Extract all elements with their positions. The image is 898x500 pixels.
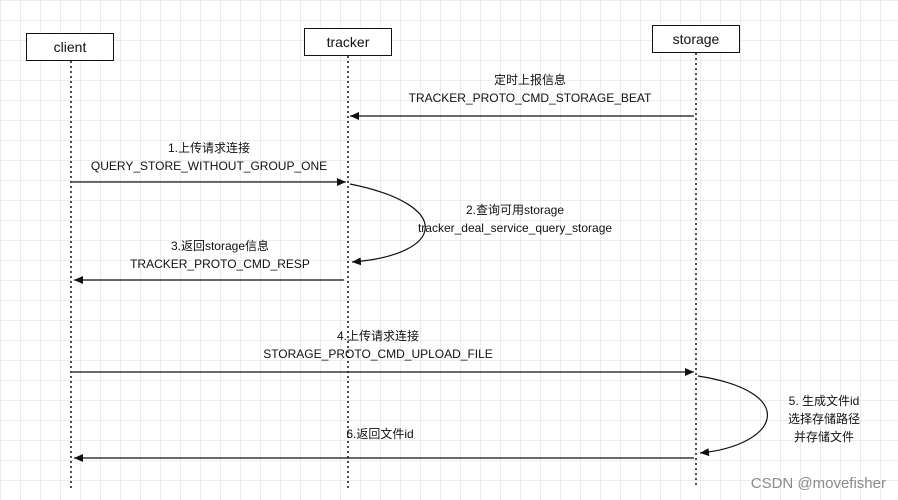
step5-label: 5. 生成文件id 选择存储路径 并存储文件 (772, 392, 876, 446)
step2-label: 2.查询可用storage tracker_deal_service_query… (404, 201, 626, 237)
storage-label: storage (672, 31, 720, 47)
step5-label-line3: 并存储文件 (793, 430, 854, 444)
step6-label-line1: 6.返回文件id (346, 427, 414, 441)
step6-label: 6.返回文件id (320, 425, 440, 443)
step1-label-line2: QUERY_STORE_WITHOUT_GROUP_ONE (90, 159, 328, 173)
step2-label-line1: 2.查询可用storage (465, 203, 565, 217)
step4-label: 4.上传请求连接 STORAGE_PROTO_CMD_UPLOAD_FILE (250, 327, 506, 363)
step3-label-line2: TRACKER_PROTO_CMD_RESP (130, 257, 310, 271)
tracker-label: tracker (326, 34, 370, 50)
beat-label-line2: TRACKER_PROTO_CMD_STORAGE_BEAT (408, 91, 652, 105)
step5-label-line2: 选择存储路径 (787, 412, 860, 426)
step5-self-arrow (697, 375, 768, 457)
storage-box: storage (652, 25, 740, 53)
step3-label-line1: 3.返回storage信息 (170, 239, 270, 253)
step1-label-line1: 1.上传请求连接 (167, 141, 250, 155)
watermark: CSDN @movefisher (750, 475, 886, 492)
step5-label-line1: 5. 生成文件id (788, 394, 860, 408)
step4-label-line1: 4.上传请求连接 (336, 329, 419, 343)
step4-label-line2: STORAGE_PROTO_CMD_UPLOAD_FILE (263, 347, 493, 361)
beat-label: 定时上报信息 TRACKER_PROTO_CMD_STORAGE_BEAT (390, 71, 670, 107)
step3-label: 3.返回storage信息 TRACKER_PROTO_CMD_RESP (120, 237, 320, 273)
client-label: client (53, 39, 87, 55)
step2-self-arrow (349, 183, 426, 266)
beat-label-line1: 定时上报信息 (493, 73, 566, 87)
step1-label: 1.上传请求连接 QUERY_STORE_WITHOUT_GROUP_ONE (80, 139, 338, 175)
client-box: client (26, 33, 114, 61)
step2-label-line2: tracker_deal_service_query_storage (417, 221, 613, 235)
tracker-box: tracker (304, 28, 392, 56)
